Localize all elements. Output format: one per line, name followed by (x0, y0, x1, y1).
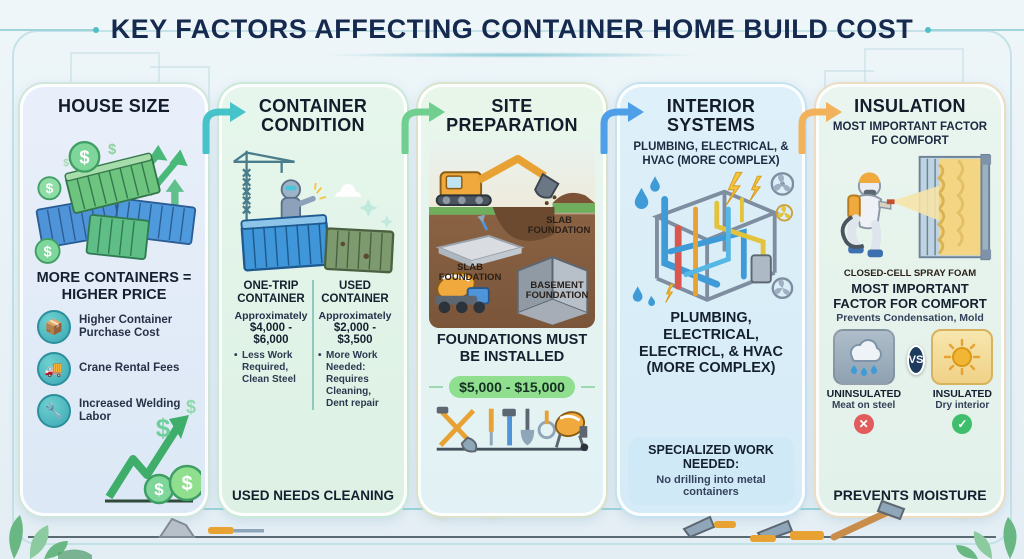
price-pill-row: $5,000 - $15,000 (429, 371, 595, 402)
panel-site-preparation: SITE PREPARATION (418, 84, 606, 516)
interior-systems-subtitle: PLUMBING, ELECTRICAL, & HVAC (MORE COMPL… (633, 140, 789, 167)
svg-text:$: $ (154, 480, 164, 499)
one-trip-price-label: Approximately (234, 310, 308, 323)
svg-text:$: $ (46, 180, 54, 196)
vs-badge: VS (906, 344, 926, 375)
insulated-note: Dry interior (935, 399, 990, 411)
used-note: More Work Needed: Requires Cleaning, Den… (318, 350, 392, 410)
construction-tools-illustration (436, 406, 589, 453)
ground-line (28, 536, 996, 538)
leaves-decor-right (956, 517, 1017, 559)
rising-price-chart: $ $ $ $ (105, 397, 201, 505)
page-title: KEY FACTORS AFFECTING CONTAINER HOME BUI… (110, 14, 914, 44)
stacked-containers-illustration: $ $ $ $ $ (34, 141, 197, 265)
specialized-work-box: SPECIALIZED WORK NEEDED: No drilling int… (628, 436, 794, 505)
site-prep-price-pill: $5,000 - $15,000 (449, 376, 575, 399)
one-trip-note: Less Work Required, Clean Steel (234, 350, 308, 386)
fact-item: 🚚 Crane Rental Fees (37, 351, 197, 386)
building-outline-decor (70, 52, 160, 112)
insulated-heading: INSULATED (932, 387, 992, 400)
specialized-work-note: No drilling into metal containers (656, 473, 766, 499)
insulation-statement: MOST IMPORTANT FACTOR FOR COMFORT (833, 281, 987, 312)
welding-tool-icon: 🔧 (37, 393, 71, 428)
condition-comparison-illustration (233, 150, 395, 274)
insulation-substatement: Prevents Condensation, Mold (836, 312, 984, 325)
cross-icon: ✕ (853, 413, 874, 434)
house-size-title: HOUSE SIZE (57, 96, 171, 116)
insulation-comparison: UNINSULATED Meat on steel ✕ VS (826, 328, 994, 434)
slab-foundation-label-right: SLAB FOUNDATION (527, 214, 591, 237)
flow-arrow-blue-icon (600, 102, 644, 154)
panels-row: HOUSE SIZE (20, 84, 1004, 516)
used-column: USED CONTAINER Approximately $2,000 - $3… (312, 279, 396, 411)
building-outline-decor (864, 48, 964, 112)
check-icon: ✓ (952, 413, 973, 434)
uninsulated-heading: UNINSULATED (826, 387, 902, 400)
insulation-footer: PREVENTS MOISTURE (833, 487, 987, 503)
insulation-subtitle: MOST IMPORTANT FACTOR FO COMFORT (832, 121, 988, 148)
rock-and-screwdriver-decor (158, 517, 264, 538)
svg-text:$: $ (181, 473, 192, 495)
one-trip-column: ONE-TRIP CONTAINER Approximately $4,000 … (230, 280, 312, 410)
used-price-label: Approximately (318, 310, 392, 323)
leaves-decor-left (9, 515, 92, 559)
site-preparation-statement: FOUNDATIONS MUST BE INSTALLED (436, 331, 588, 365)
fact-label: Crane Rental Fees (79, 362, 180, 375)
one-trip-heading: ONE-TRIP CONTAINER (237, 279, 305, 306)
slab-foundation-label-left: SLAB FOUNDATION (438, 262, 502, 284)
title-underline-glow (322, 52, 702, 58)
insulated-option: INSULATED Dry interior ✓ (931, 328, 994, 434)
uninsulated-option: UNINSULATED Meat on steel ✕ (826, 328, 902, 434)
container-condition-footer: USED NEEDS CLEANING (231, 488, 395, 503)
svg-text:$: $ (63, 159, 69, 170)
site-preparation-title: SITE PREPARATION (446, 96, 578, 136)
title-side-line-right (925, 26, 1024, 33)
trowels-hammer-decor (682, 499, 906, 543)
one-trip-price: $4,000 - $6,000 (249, 322, 293, 347)
specialized-work-heading: SPECIALIZED WORK NEEDED: (648, 442, 774, 472)
svg-text:$: $ (43, 245, 51, 261)
pipes-hvac-illustration (632, 172, 794, 307)
container-condition-title: CONTAINER CONDITION (258, 96, 368, 136)
panel-interior-systems: INTERIOR SYSTEMS PLUMBING, ELECTRICAL, &… (617, 84, 805, 516)
fact-label: Increased Welding Labor (79, 397, 181, 423)
svg-text:$: $ (79, 147, 89, 168)
outer-frame (12, 30, 1012, 545)
flow-arrow-green-icon (401, 102, 445, 154)
svg-text:$: $ (108, 143, 116, 159)
fact-label: Higher Container Purchase Cost (79, 313, 173, 339)
fact-item: 📦 Higher Container Purchase Cost (37, 309, 197, 344)
spray-foam-label: CLOSED-CELL SPRAY FOAM (843, 268, 977, 280)
svg-text:$: $ (156, 413, 171, 443)
basement-foundation-label: BASEMENT FOUNDATION (525, 280, 589, 302)
insulation-title: INSULATION (854, 96, 966, 116)
sun-icon (931, 328, 994, 385)
fact-item: 🔧 Increased Welding Labor (37, 393, 197, 428)
container-purchase-icon: 📦 (37, 309, 71, 344)
excavator-illustration (429, 154, 595, 325)
uninsulated-note: Meat on steel (831, 399, 896, 411)
pill-dash-left (429, 385, 443, 388)
flow-arrow-teal-icon (202, 102, 246, 154)
condition-columns: ONE-TRIP CONTAINER Approximately $4,000 … (230, 279, 396, 411)
house-size-statement: MORE CONTAINERS = HIGHER PRICE (36, 270, 192, 304)
rain-cloud-icon (832, 328, 895, 385)
panel-container-condition: CONTAINER CONDITION (219, 84, 407, 516)
house-size-fact-list: 📦 Higher Container Purchase Cost 🚚 Crane… (31, 309, 197, 428)
title-side-line-left (0, 26, 99, 33)
header: KEY FACTORS AFFECTING CONTAINER HOME BUI… (0, 14, 1024, 45)
excavation-scene-illustration: SLAB FOUNDATION SLAB FOUNDATION BASEMENT… (429, 139, 595, 328)
flow-arrow-orange-icon (798, 102, 842, 154)
crane-truck-icon: 🚚 (37, 351, 71, 386)
spray-foam-worker-illustration (840, 154, 992, 261)
svg-text:$: $ (186, 397, 196, 417)
panel-house-size: HOUSE SIZE (20, 84, 208, 516)
interior-systems-title: INTERIOR SYSTEMS (666, 96, 756, 136)
interior-systems-statement: PLUMBING, ELECTRICAL, ELECTRICL, & HVAC … (639, 310, 783, 377)
building-outline-decor (150, 66, 210, 112)
used-price: $2,000 - $3,500 (333, 322, 377, 347)
pill-dash-right (581, 385, 595, 388)
used-heading: USED CONTAINER (321, 279, 389, 306)
panel-insulation: INSULATION MOST IMPORTANT FACTOR FO COMF… (816, 84, 1004, 516)
